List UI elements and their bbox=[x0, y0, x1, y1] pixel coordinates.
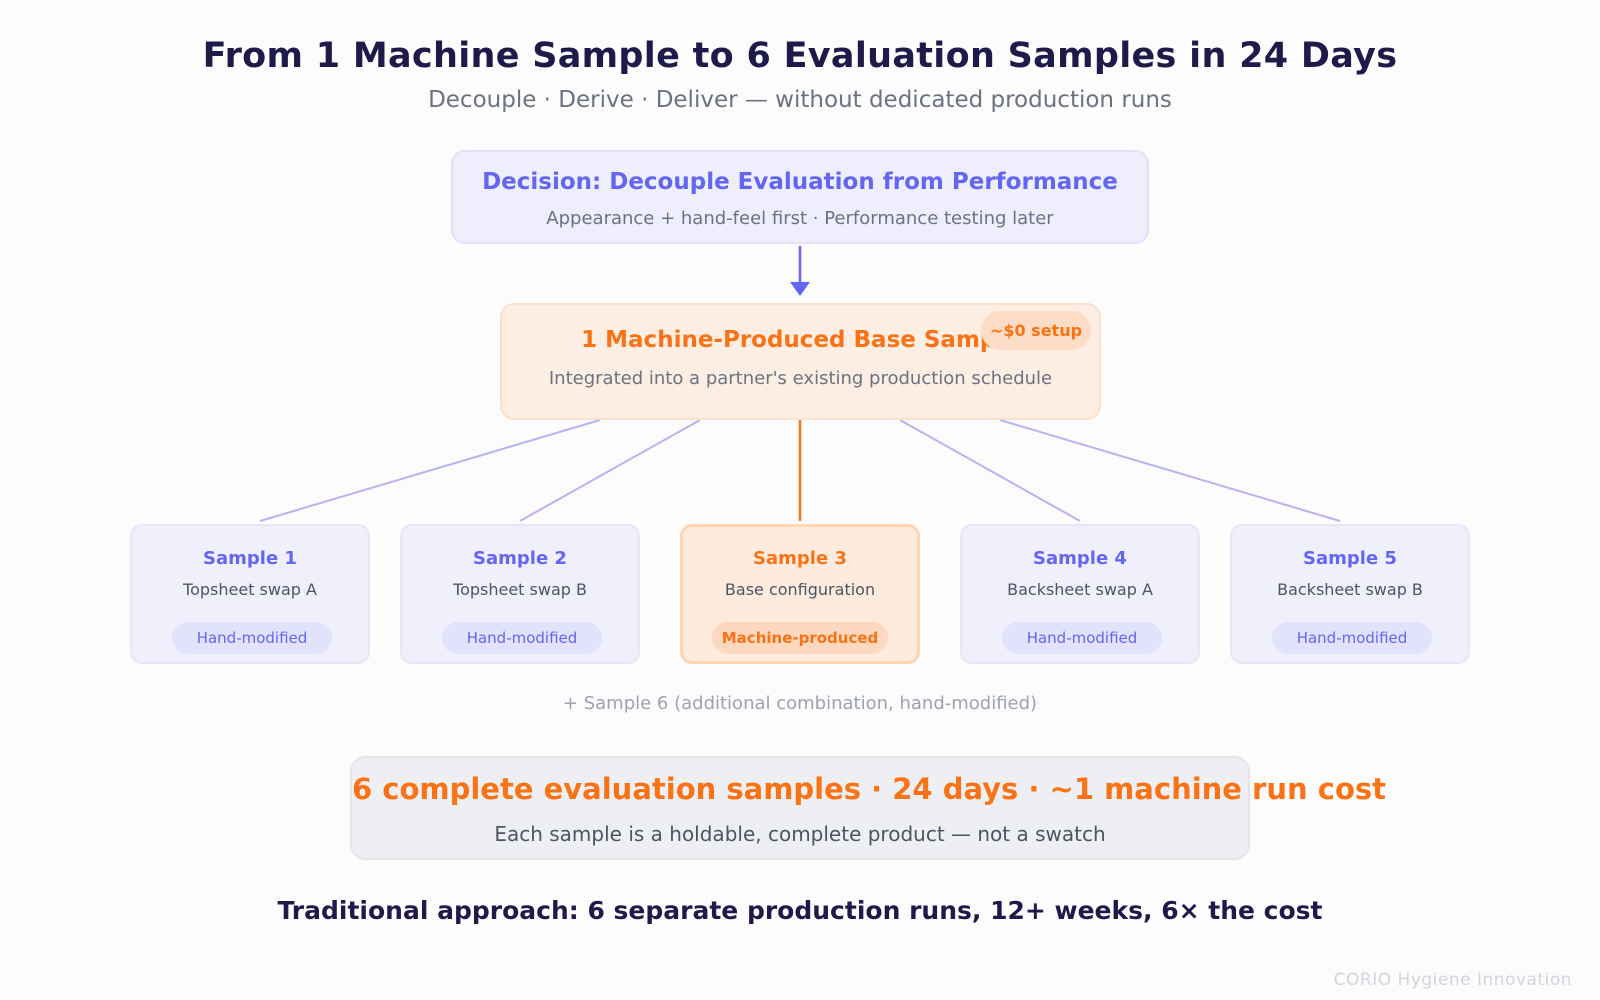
connector-sample-2 bbox=[519, 419, 701, 522]
base-sample-title: 1 Machine-Produced Base Sample bbox=[581, 327, 1020, 353]
sample-tag: Machine-produced bbox=[712, 622, 888, 654]
sample-description: Topsheet swap B bbox=[453, 580, 587, 599]
sample-description: Topsheet swap A bbox=[183, 580, 317, 599]
connector-sample-4 bbox=[899, 419, 1081, 522]
connector-sample-1 bbox=[259, 419, 601, 522]
decision-to-base-arrowhead bbox=[790, 282, 810, 296]
decision-subtitle: Appearance + hand-feel first · Performan… bbox=[546, 208, 1054, 229]
sample-description: Backsheet swap A bbox=[1007, 580, 1153, 599]
sample-title: Sample 3 bbox=[753, 548, 847, 569]
sample-title: Sample 5 bbox=[1303, 548, 1397, 569]
result-subtitle: Each sample is a holdable, complete prod… bbox=[494, 822, 1106, 846]
sample-title: Sample 4 bbox=[1033, 548, 1127, 569]
sample-title: Sample 1 bbox=[203, 548, 297, 569]
sample-card-2: Sample 2 Topsheet swap B Hand-modified bbox=[400, 524, 640, 664]
result-summary-box: 6 complete evaluation samples · 24 days … bbox=[350, 756, 1386, 860]
extra-sample-note: + Sample 6 (additional combination, hand… bbox=[562, 693, 1038, 714]
traditional-approach-note: Traditional approach: 6 separate product… bbox=[277, 896, 1323, 925]
result-title: 6 complete evaluation samples · 24 days … bbox=[352, 772, 1386, 806]
sample-card-3: Sample 3 Base configuration Machine-prod… bbox=[680, 524, 920, 664]
base-sample-subtitle: Integrated into a partner's existing pro… bbox=[548, 368, 1053, 389]
sample-title: Sample 2 bbox=[473, 548, 567, 569]
brand-watermark: CORIO Hygiene Innovation bbox=[1333, 970, 1572, 990]
sample-tag: Hand-modified bbox=[1002, 622, 1162, 654]
base-sample-box: 1 Machine-Produced Base Sample Integrate… bbox=[500, 303, 1101, 420]
connector-sample-5 bbox=[999, 419, 1341, 522]
decision-box: Decision: Decouple Evaluation from Perfo… bbox=[451, 150, 1149, 244]
page-title: From 1 Machine Sample to 6 Evaluation Sa… bbox=[202, 36, 1398, 76]
sample-card-5: Sample 5 Backsheet swap B Hand-modified bbox=[1230, 524, 1470, 664]
page-subtitle: Decouple · Derive · Deliver — without de… bbox=[428, 87, 1172, 113]
sample-tag: Hand-modified bbox=[442, 622, 602, 654]
sample-description: Base configuration bbox=[724, 580, 876, 599]
sample-tag: Hand-modified bbox=[172, 622, 332, 654]
setup-cost-badge: ~$0 setup bbox=[981, 311, 1091, 350]
sample-card-4: Sample 4 Backsheet swap A Hand-modified bbox=[960, 524, 1200, 664]
sample-description: Backsheet swap B bbox=[1277, 580, 1423, 599]
sample-tag: Hand-modified bbox=[1272, 622, 1432, 654]
sample-card-1: Sample 1 Topsheet swap A Hand-modified bbox=[130, 524, 370, 664]
decision-title: Decision: Decouple Evaluation from Perfo… bbox=[482, 169, 1118, 195]
